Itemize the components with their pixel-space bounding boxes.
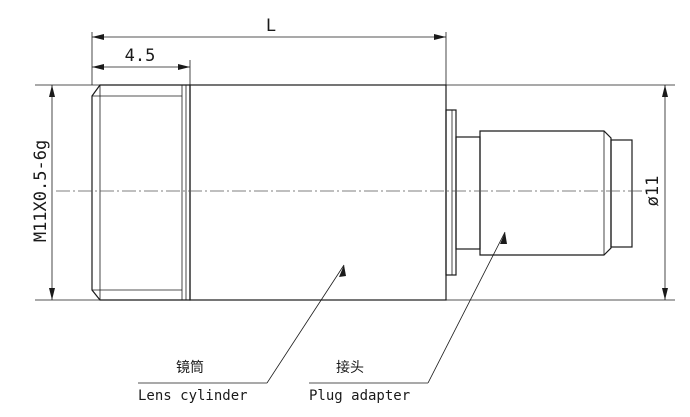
dimension-thread-spec: M11X0.5-6g — [31, 84, 100, 301]
thread-spec-label: M11X0.5-6g — [31, 140, 51, 242]
lens-cylinder-label-zh: 镜筒 — [176, 359, 204, 376]
leader-plug-adapter — [309, 231, 507, 384]
plug-adapter-label-zh: 接头 — [336, 359, 364, 376]
plug-adapter-label-en: Plug adapter — [309, 388, 410, 404]
threaded-end — [91, 84, 191, 301]
lens-cylinder-body — [185, 84, 447, 301]
dimension-diameter: ø11 — [446, 84, 675, 301]
dimension-thread-length: 4.5 — [92, 46, 191, 85]
lens-cylinder-label-en: Lens cylinder — [138, 388, 248, 404]
leader-lens-cylinder — [138, 264, 346, 384]
dimension-4-5-label: 4.5 — [125, 46, 156, 66]
diameter-label: ø11 — [643, 176, 663, 207]
dimension-l-label: L — [266, 16, 276, 36]
collar — [445, 109, 457, 276]
dimension-overall-length: L — [91, 16, 447, 85]
plug-adapter-body — [455, 130, 633, 256]
